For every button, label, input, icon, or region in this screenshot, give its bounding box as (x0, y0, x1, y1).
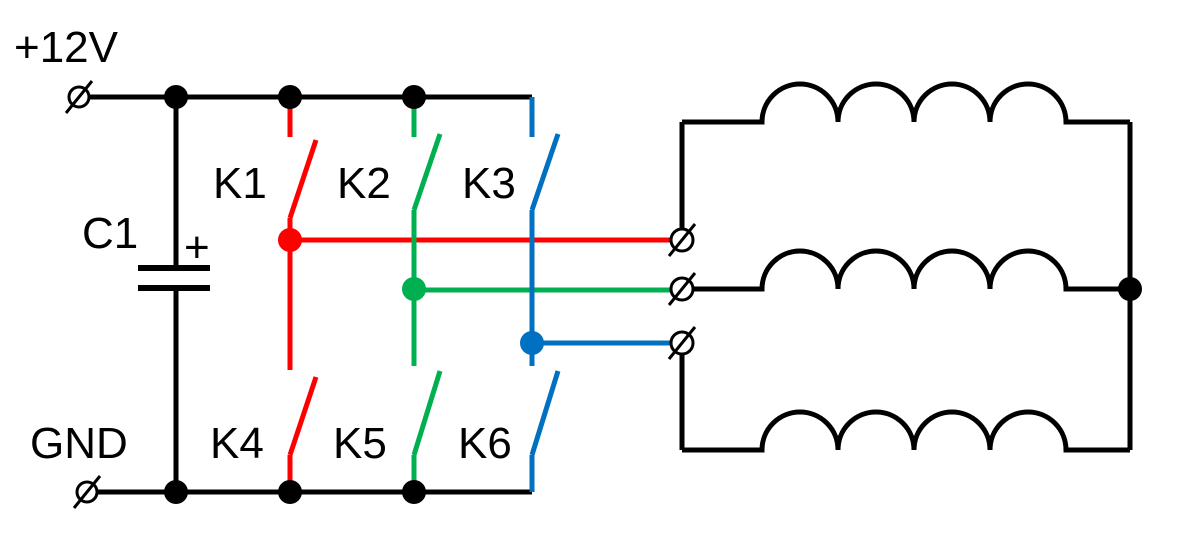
inductor-coil-icon (682, 81, 1130, 125)
terminal-icon (64, 80, 102, 509)
motor-windings (679, 81, 1133, 453)
switch-label-k6: K6 (458, 419, 512, 468)
switch-label-k5: K5 (333, 419, 387, 468)
junction-dot-icon (402, 277, 426, 301)
inductor-coil-icon (693, 248, 1130, 292)
switch-label-k1: K1 (213, 159, 267, 208)
junction-dot-icon (278, 228, 302, 252)
switch-label-k4: K4 (210, 419, 264, 468)
k3-switch-blade (529, 133, 561, 211)
k4-switch-blade (287, 376, 319, 456)
terminal-icon (667, 326, 697, 360)
k6-switch-blade (529, 370, 561, 456)
ground-label: GND (30, 419, 128, 468)
junction-dot-icon (520, 331, 544, 355)
phase-b-wiring (411, 97, 670, 492)
k5-switch-blade (411, 370, 443, 456)
switch-label-k2: K2 (337, 159, 391, 208)
k2-switch-blade (411, 133, 443, 211)
winding-terminals (667, 223, 697, 360)
phase-c-wiring (529, 97, 670, 492)
capacitor-icon (138, 265, 210, 291)
capacitor-label: C1 (82, 209, 138, 258)
capacitor-polarity-label: + (184, 223, 210, 272)
k1-switch-blade (287, 139, 319, 219)
terminal-icon (667, 223, 697, 257)
terminal-icon (667, 272, 697, 306)
junction-dot-icon (164, 85, 1142, 504)
supply-label: +12V (14, 23, 119, 72)
power-rails (85, 94, 532, 495)
inductor-coil-icon (682, 409, 1130, 453)
switch-label-k3: K3 (462, 159, 516, 208)
